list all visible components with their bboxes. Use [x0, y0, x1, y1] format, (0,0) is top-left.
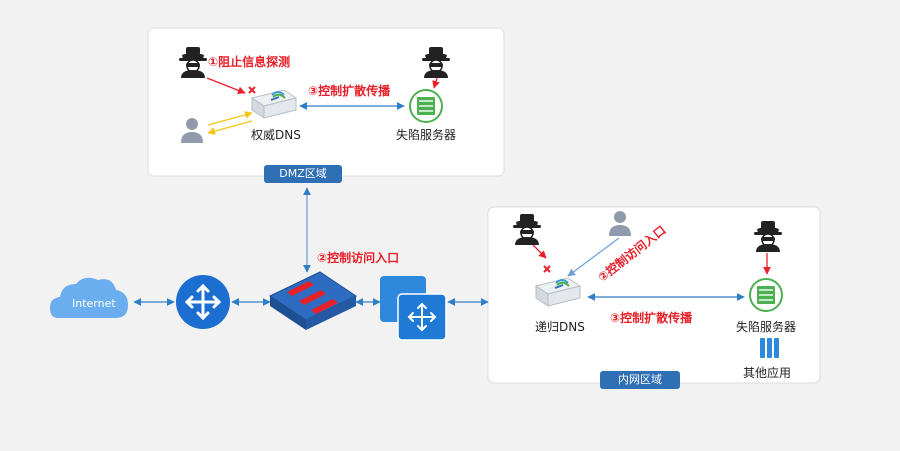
internet-cloud-icon	[50, 277, 128, 318]
dmz-zone-tag: DMZ区域	[264, 165, 342, 183]
block-probe-annotation: ①阻止信息探测	[208, 55, 291, 69]
dmz-hacker-to-honeypot-arrow	[432, 77, 440, 89]
intranet-block-x-icon	[543, 265, 551, 273]
dmz-honeypot-label: 失陷服务器	[396, 128, 457, 142]
internet-label: Internet	[72, 297, 116, 310]
dmz-zone	[147, 27, 505, 177]
dns-response-arrow	[207, 120, 253, 135]
intranet-honeypot-server-icon	[749, 278, 783, 312]
firewall-icon	[268, 271, 358, 330]
user-query-arrow	[207, 111, 253, 126]
recursive-dns-label: 递归DNS	[535, 320, 585, 334]
intranet-spread-annotation: ③控制扩散传播	[610, 311, 693, 325]
intranet-zone-tag: 内网区域	[600, 371, 680, 389]
other-apps-icon	[760, 338, 779, 358]
block-x-icon	[248, 86, 256, 94]
intranet-attack-arrow	[532, 244, 547, 259]
other-apps-label: 其他应用	[743, 366, 792, 380]
probe-attack-arrow	[206, 77, 246, 95]
user-to-dns-arrow	[567, 237, 620, 277]
authoritative-dns-label: 权威DNS	[251, 128, 301, 142]
router-icon	[176, 275, 230, 329]
dmz-honeypot-server-icon	[409, 89, 443, 123]
access-entry-annotation: ②控制访问入口	[317, 251, 400, 265]
dmz-spread-annotation: ③控制扩散传播	[308, 84, 391, 98]
switch-icon	[380, 276, 447, 341]
intranet-honeypot-label: 失陷服务器	[736, 320, 797, 334]
